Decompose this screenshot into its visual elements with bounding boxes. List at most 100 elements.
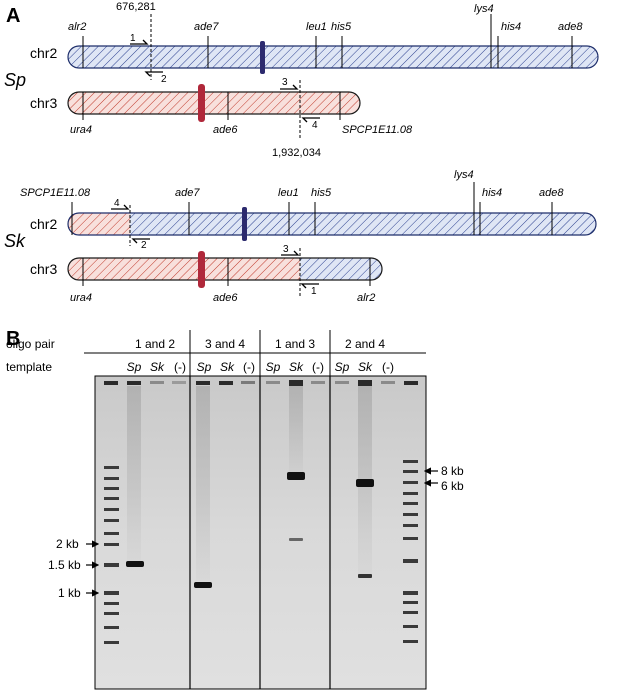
oligo-label: 2 [141,240,147,251]
oligo-2-arrow [131,238,150,244]
oligo-label: 1 [311,286,317,297]
lane-smear [289,386,303,476]
gene-label: ade7 [175,187,200,199]
well [172,381,186,384]
gene-label: his4 [501,21,521,33]
gene-label: lys4 [474,3,494,15]
oligo-pair-2-4: 2 and 4 [345,337,385,351]
gene-label: leu1 [278,187,299,199]
template-row-label: template [6,360,52,374]
well [219,381,233,385]
sp-chr3-body [67,91,361,115]
gene-label: ade7 [194,21,219,33]
well [104,381,118,385]
gene-label: his5 [331,21,352,33]
ladder-band [104,532,119,535]
band-sk-2-4-minor [358,574,372,578]
template-sk: Sk [220,360,235,374]
sp-chr2-body [67,45,599,69]
marker-6kb: 6 kb [441,479,464,493]
band-sp-3-4 [194,582,212,588]
sp-chr2: chr2 alr2 ade7 leu1 his5 lys4 his4 ade8 … [30,1,599,85]
band-sk-2-4 [356,479,374,487]
well [289,380,303,386]
template-neg: (-) [174,360,186,374]
sp-chr3-name: chr3 [30,95,57,111]
ladder-band [403,470,418,473]
oligo-label: 4 [312,120,318,131]
sp-chr2-name: chr2 [30,45,57,61]
template-sp: Sp [335,360,350,374]
gene-label: SPCP1E11.08 [342,124,413,136]
sk-chr2-outline [67,212,597,236]
marker-8kb: 8 kb [441,464,464,478]
sk-chr3-translocated-segment [300,258,382,280]
sp-chr3: chr3 ura4 ade6 SPCP1E11.08 1,932,034 3 4 [30,77,413,159]
oligo-label: 4 [114,198,120,209]
template-sk: Sk [150,360,165,374]
oligo-2-arrow [144,71,163,77]
ladder-band [104,626,119,629]
sk-chr2-name: chr2 [30,216,57,232]
gene-label: ade6 [213,292,238,304]
well [335,381,349,384]
sp-chr3-breakpoint-label: 1,932,034 [272,147,321,159]
band-sp-1-2 [126,561,144,567]
sk-chr2: chr2 SPCP1E11.08 ade7 leu1 his5 lys4 his… [20,169,597,251]
sk-chr3-name: chr3 [30,261,57,277]
well [127,381,141,385]
sk-chr3: chr3 ura4 ade6 alr2 3 1 [30,244,383,304]
oligo-pair-3-4: 3 and 4 [205,337,245,351]
ladder-band [104,591,119,595]
well [404,381,418,385]
oligo-3-arrow [281,250,300,256]
ladder-band [104,543,119,546]
ladder-band [403,460,418,463]
sp-chr2-centromere [260,41,265,74]
ladder-band [403,611,418,614]
panel-a-label: A [6,5,20,27]
well [311,381,325,384]
gene-label: alr2 [357,292,375,304]
ladder-band [403,524,418,527]
well [358,380,372,386]
gene-label: lys4 [454,169,474,181]
band-sk-1-3-minor [289,538,303,541]
template-neg: (-) [382,360,394,374]
sk-chr3-native-segment [68,258,300,280]
gene-label: ura4 [70,292,92,304]
ladder-band [403,492,418,495]
sk-chr2-centromere [242,207,247,241]
sp-species-label: Sp [4,70,26,90]
well [150,381,164,384]
gene-label: alr2 [68,21,86,33]
sk-chr3-centromere [198,251,205,288]
oligo-pair-1-2: 1 and 2 [135,337,175,351]
well [381,381,395,384]
ladder-band [104,477,119,480]
marker-1-5kb: 1.5 kb [48,558,81,572]
ladder-band [403,513,418,516]
gene-label: his4 [482,187,502,199]
ladder-left [104,466,119,644]
template-sk: Sk [358,360,373,374]
oligo-label: 3 [283,244,289,255]
gene-label: ade6 [213,124,238,136]
oligo-1-arrow [130,39,149,45]
ladder-band [403,601,418,604]
gene-label: leu1 [306,21,327,33]
band-sk-1-3 [287,472,305,480]
oligo-pair-1-3: 1 and 3 [275,337,315,351]
template-sp: Sp [266,360,281,374]
template-sk: Sk [289,360,304,374]
ladder-right [403,460,418,643]
lane-smear [127,386,141,561]
oligo-label: 1 [130,33,136,44]
oligo-label: 2 [161,74,167,85]
ladder-band [403,537,418,540]
well [266,381,280,384]
gel-wells [104,380,418,386]
sk-chr2-translocated-segment [68,213,130,235]
ladder-band [403,591,418,595]
